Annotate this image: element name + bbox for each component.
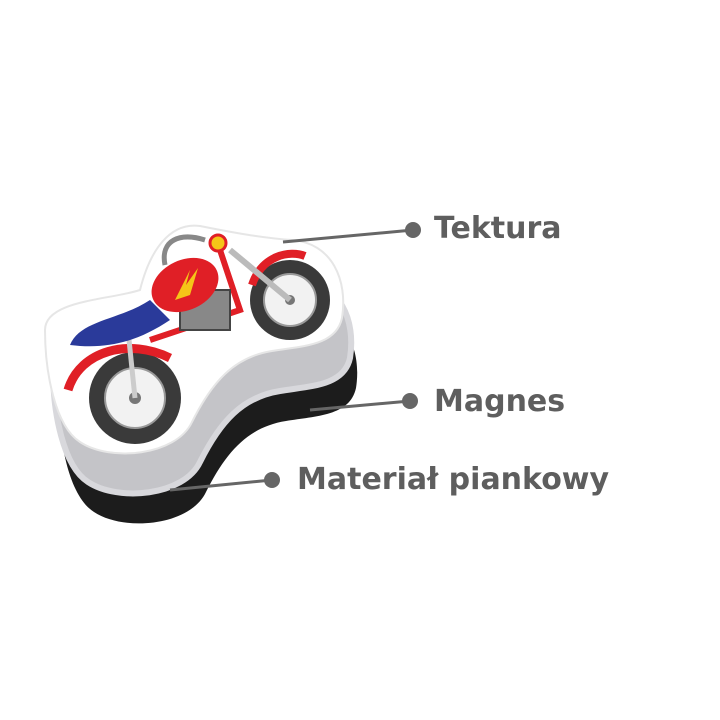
- leader-line-magnet: [309, 393, 418, 412]
- leader-line-foam: [169, 472, 280, 492]
- motorcycle-icon: [63, 233, 330, 444]
- label-magnet: Magnes: [434, 384, 566, 419]
- label-foam: Materiał piankowy: [297, 462, 610, 497]
- leader-line-cardboard: [282, 222, 421, 244]
- label-cardboard: Tektura: [434, 211, 562, 246]
